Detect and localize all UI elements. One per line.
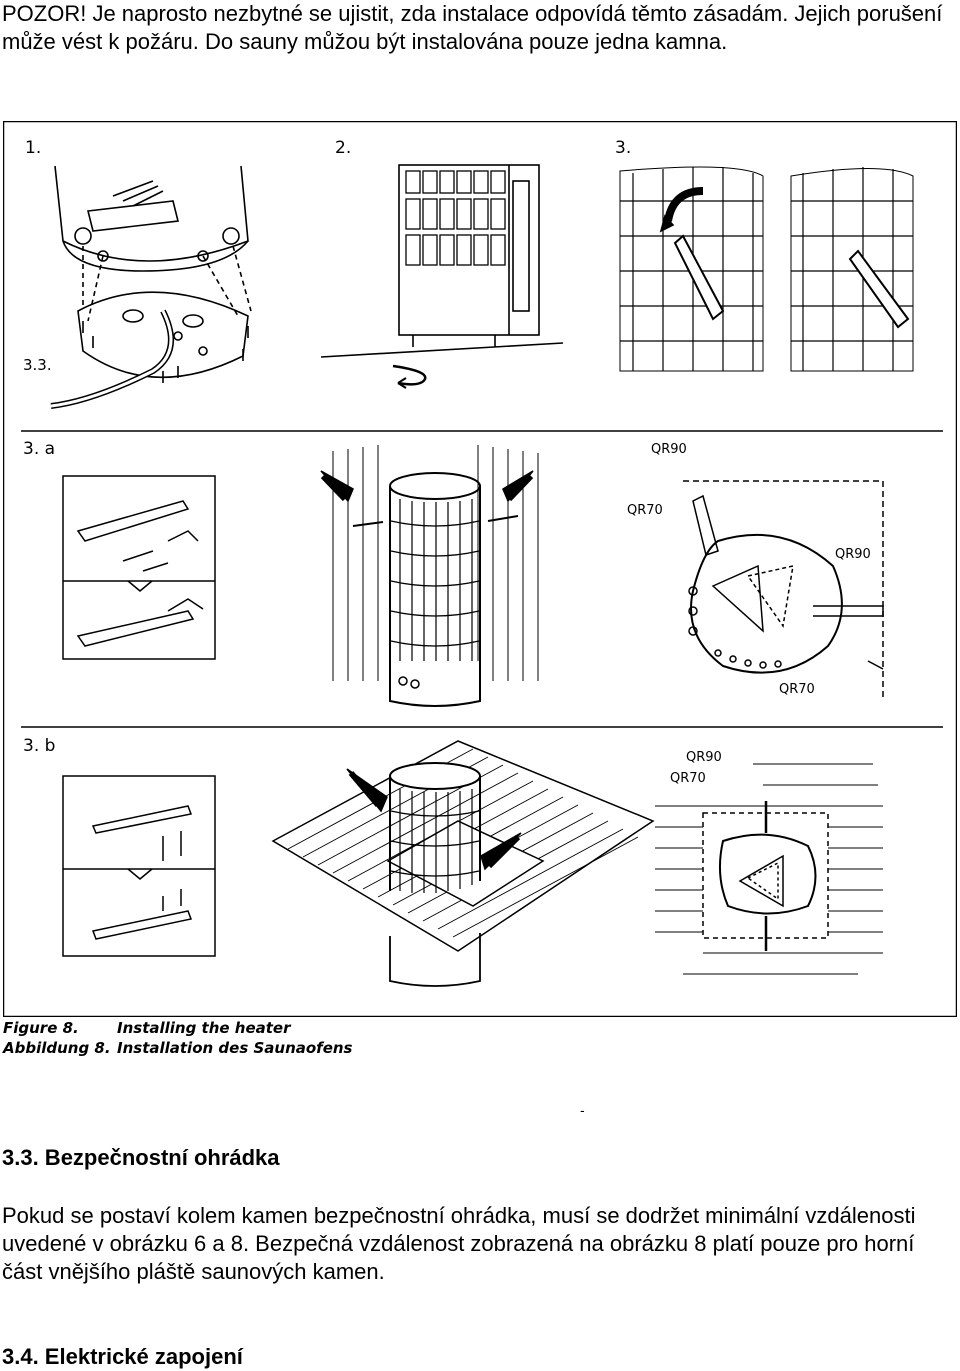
panel-2-heater-front bbox=[320, 164, 564, 389]
label-qr90-a2: QR90 bbox=[835, 547, 871, 562]
caption-en-text: Installing the heater bbox=[117, 1019, 291, 1037]
warning-body: Je naprosto nezbytné se ujistit, zda ins… bbox=[2, 1, 943, 54]
figure-caption: Figure 8. Installing the heater Abbildung… bbox=[3, 1018, 352, 1058]
caption-en-label: Figure 8. bbox=[3, 1019, 79, 1037]
heading-3-4: 3.4. Elektrické zapojení bbox=[2, 1344, 243, 1369]
topview-3b bbox=[655, 763, 883, 975]
warning-lead: POZOR! bbox=[2, 1, 87, 26]
label-ref33: 3.3. bbox=[23, 356, 52, 374]
label-step3: 3. bbox=[615, 138, 631, 158]
paragraph-3-3: Pokud se postaví kolem kamen bezpečnostn… bbox=[2, 1203, 916, 1284]
detail-3b-brackets bbox=[62, 775, 216, 957]
panel-3-guard-brackets bbox=[619, 166, 914, 372]
detail-3a-brackets bbox=[62, 475, 216, 660]
installation-figure: 1. 2. 3. 3.3. 3. a 3. b bbox=[3, 121, 957, 1017]
label-step3a: 3. a bbox=[23, 439, 55, 459]
heater-3b-floor bbox=[271, 740, 655, 987]
caption-de-text: Installation des Saunaofens bbox=[117, 1039, 353, 1057]
label-step2: 2. bbox=[335, 138, 351, 158]
label-qr70-a2: QR70 bbox=[779, 682, 815, 697]
heater-3a-corner bbox=[320, 445, 539, 707]
stray-dash: - bbox=[580, 1102, 585, 1118]
caption-de-label: Abbildung 8. bbox=[3, 1039, 111, 1057]
panel-1-base-cable bbox=[50, 165, 252, 409]
label-qr70-b: QR70 bbox=[670, 771, 706, 786]
heading-3-3: 3.3. Bezpečnostní ohrádka bbox=[2, 1145, 280, 1170]
warning-text: POZOR! Je naprosto nezbytné se ujistit, … bbox=[2, 0, 952, 56]
topview-3a bbox=[683, 480, 884, 701]
label-step1: 1. bbox=[25, 138, 41, 158]
label-qr90-a1: QR90 bbox=[651, 442, 687, 457]
label-qr70-a1: QR70 bbox=[627, 503, 663, 518]
label-step3b: 3. b bbox=[23, 736, 55, 756]
label-qr90-b: QR90 bbox=[686, 750, 722, 765]
